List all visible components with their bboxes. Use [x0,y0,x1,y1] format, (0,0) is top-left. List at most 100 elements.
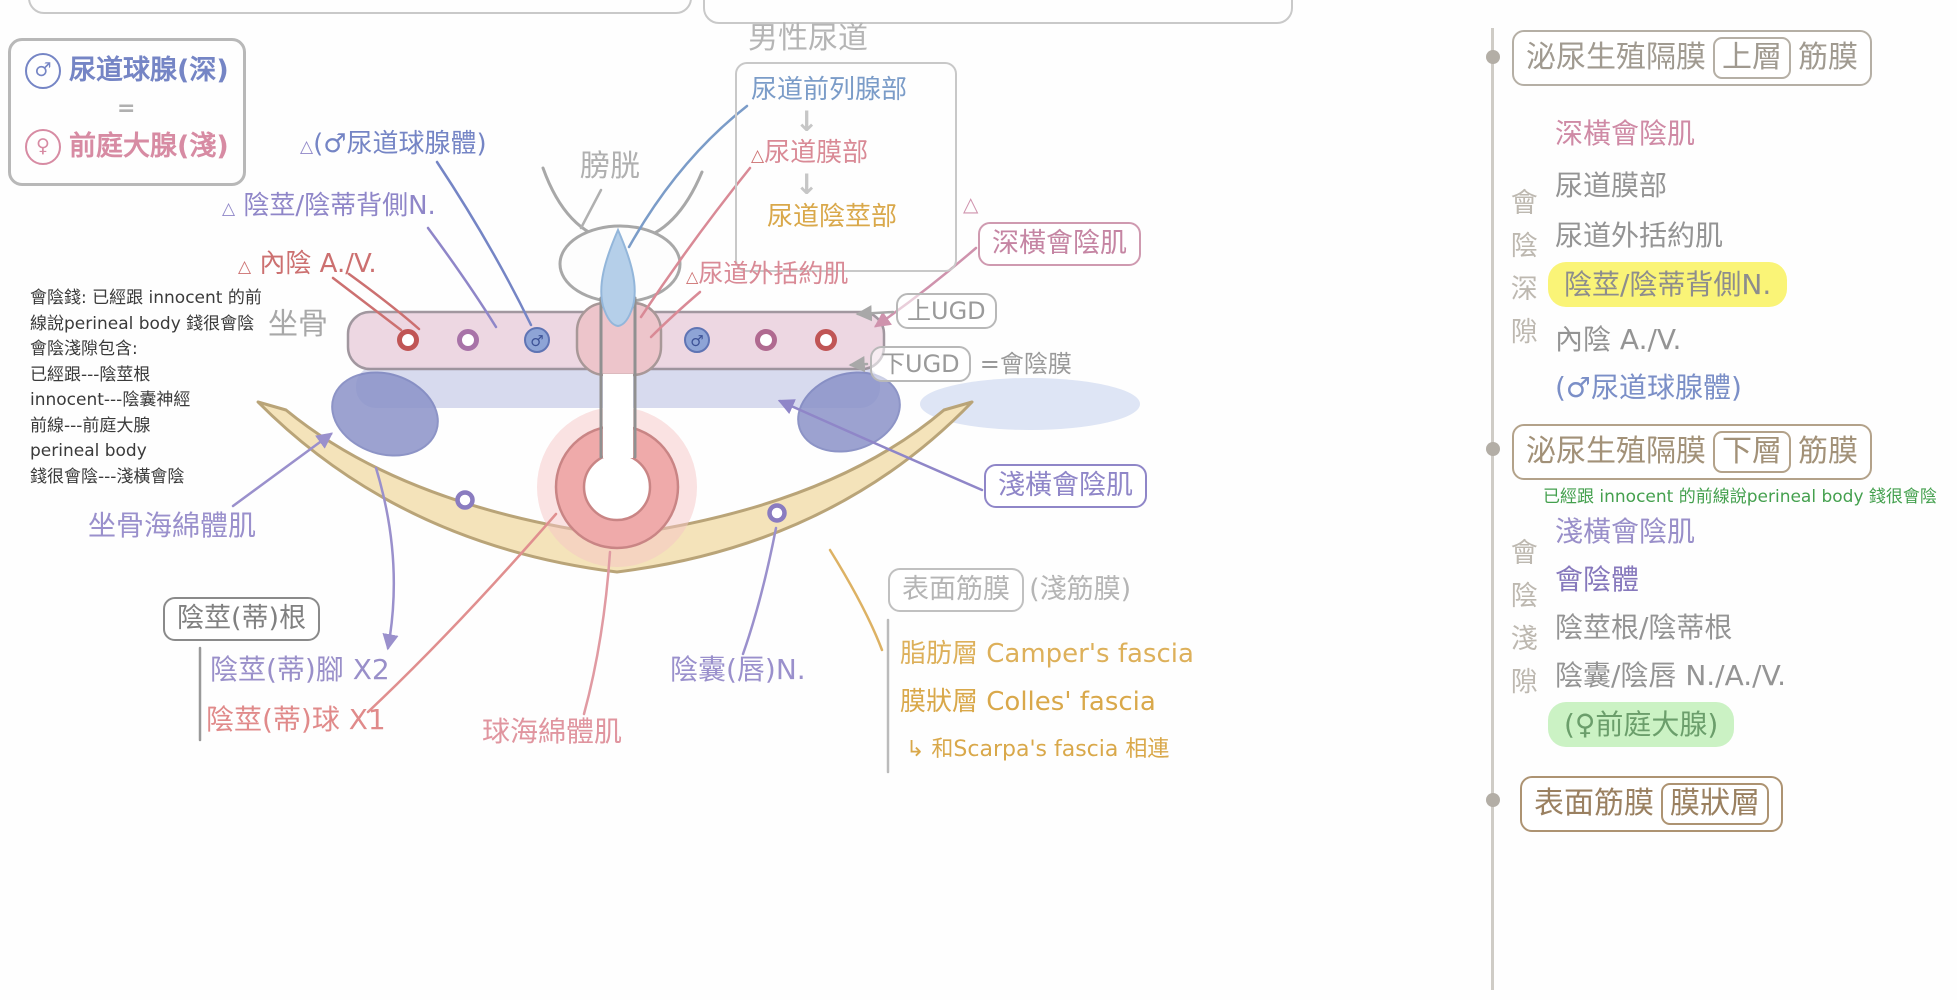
penile-root-label: 陰莖(蒂)根 [163,597,321,641]
pudendal-vessel-dot-right [815,329,837,351]
legend-equals: = [117,96,136,121]
flow-down-arrow-icon: ↓ [795,167,819,201]
sidebar-item: 會陰體 [1555,563,1640,596]
bulbourethral-gland-text: (♂尿道球腺體) [313,129,487,159]
title-superficial-boxed: 下層 [1713,431,1791,473]
superficial-pouch-vertical-label: 會陰淺隙 [1505,538,1537,710]
bullet-icon [1486,442,1500,456]
urethra-tube [599,296,637,459]
female-symbol-icon: ♀ [25,129,61,165]
note-line: 前線---前庭大腺 [30,415,151,436]
dorsal-nerve-label: △ 陰莖/陰蒂背側N. [222,190,436,223]
upper-ugd-text: 上UGD [896,293,997,329]
bulb-rings [537,407,697,567]
scrotal-nerve-label: 陰囊(唇)N. [670,653,806,686]
dorsal-nerve-dot-right [755,329,777,351]
male-symbol-icon: ♂ [25,53,61,89]
crus-label: 陰莖(蒂)腳 X2 [210,653,390,686]
sidebar-item-highlighted: 陰莖/陰蒂背側N. [1548,262,1788,307]
bullet-icon [1486,793,1500,807]
note-line: innocent---陰囊神經 [30,390,191,410]
sidebar-green-note: 已經跟 innocent 的前線說perineal body 錢很會陰 [1543,487,1937,507]
triangle-mark: △ [238,257,252,277]
superficial-transverse-muscle-text: 淺橫會陰肌 [984,464,1147,508]
male-symbol-in-gland: ♂ [530,332,543,350]
top-right-partial-box [703,0,1293,24]
deep-transverse-muscle-text: 深橫會陰肌 [978,222,1141,266]
note-line: 已經跟---陰莖根 [30,364,151,385]
flow-step-membranous-text: 尿道膜部 [764,138,869,169]
note-line: 線說perineal body 錢很會陰 [30,313,255,334]
penile-root-text: 陰莖(蒂)根 [163,597,321,641]
prostatic-urethra-drop [600,227,636,328]
title-deep-prefix: 泌尿生殖隔膜 [1526,40,1706,75]
flow-step-prostatic: 尿道前列腺部 [751,75,908,105]
flow-down-arrow-icon: ↓ [795,104,819,138]
crura-blobs [331,371,901,457]
triangle-mark: △ [300,137,314,157]
title-superficial-suffix: 筋膜 [1798,434,1858,469]
pudendal-vessels-text: 內陰 A./V. [259,249,377,279]
pudendal-vessels-label: △ 內陰 A./V. [238,248,377,281]
triangle-mark: △ [222,199,236,219]
deep-pouch-vertical-label: 會陰深隙 [1505,188,1537,360]
sidebar-item: 尿道膜部 [1555,169,1668,202]
upper-ugd-label: 上UGD [896,293,997,329]
title-superficial-prefix: 泌尿生殖隔膜 [1526,434,1706,469]
bullet-icon [1486,50,1500,64]
sidebar-item: 尿道外括約肌 [1555,219,1724,252]
sidebar-item: 陰囊/陰唇 N./A./V. [1555,659,1787,692]
external-sphincter-label: △尿道外括約肌 [686,258,848,289]
notes-block: 會陰錢: 已經跟 innocent 的前 線說perineal body 錢很會… [30,286,310,490]
superficial-fascia-text: 表面筋膜 [888,568,1024,612]
sidebar-title-superficial: 泌尿生殖隔膜下層筋膜 [1512,424,1872,480]
bulbourethral-gland-label: △(♂尿道球腺體) [300,128,487,161]
title-fascia-boxed: 膜狀層 [1661,783,1769,825]
note-line: 會陰錢: 已經跟 innocent 的前 [30,288,262,308]
sidebar-item-highlighted: (♀前庭大腺) [1548,702,1735,747]
anatomy-diagram: ♂ ♂ [198,104,1140,774]
membranous-layer-label: 膜狀層 Colles' fascia [900,687,1156,717]
sidebar-title-fascia: 表面筋膜膜狀層 [1520,776,1783,832]
fat-layer-label: 脂肪層 Camper's fascia [900,639,1194,669]
superficial-fascia-paren: (淺筋膜) [1029,574,1132,605]
dorsal-nerve-text: 陰莖/陰蒂背側N. [243,191,436,221]
sidebar-item: (♂尿道球腺體) [1555,371,1742,404]
ischiocavernosus-label: 坐骨海綿體肌 [88,509,257,542]
lower-ugd-label: 下UGD =會陰膜 [870,346,1072,382]
note-line: 會陰淺隙包含: [30,339,138,359]
superficial-fascia-label: 表面筋膜 (淺筋膜) [888,568,1131,612]
external-sphincter-text: 尿道外括約肌 [698,259,849,288]
sidebar-item: 深橫會陰肌 [1555,117,1696,150]
lower-ugd-equals-text: =會陰膜 [979,350,1072,378]
sidebar-item: 內陰 A./V. [1555,323,1682,356]
legend-male-text: 尿道球腺(深) [69,55,229,87]
sidebar-divider [1491,28,1494,990]
note-line: perineal body [30,441,147,461]
title-deep-boxed: 上層 [1713,37,1791,79]
leader-lines [198,104,984,774]
scarpa-note-label: ↳ 和Scarpa's fascia 相連 [906,737,1170,762]
lower-ugd-text: 下UGD [870,346,971,382]
male-symbol-in-gland: ♂ [690,332,703,350]
bulbourethral-gland-right [684,327,710,353]
band-structures: ♂ ♂ [397,327,837,353]
pudendal-vessel-dot [397,329,419,351]
ischium-label: 坐骨 [268,307,328,342]
note-line: 錢很會陰---淺橫會陰 [30,466,185,487]
title-fascia-prefix: 表面筋膜 [1534,786,1654,821]
bulb-label: 陰莖(蒂)球 X1 [206,703,386,736]
bulbospongiosus-label: 球海綿體肌 [482,715,623,748]
triangle-mark: △ [686,267,699,286]
legend-box: ♂ 尿道球腺(深) = ♀ 前庭大腺(淺) [8,38,246,186]
male-urethra-title: 男性尿道 [748,21,868,56]
title-deep-suffix: 筋膜 [1798,40,1858,75]
sidebar-item: 陰莖根/陰蒂根 [1555,611,1733,644]
triangle-mark-deep: △ [963,192,979,216]
bladder-label: 膀胱 [580,149,640,184]
triangle-mark: △ [751,146,765,167]
sidebar-title-deep: 泌尿生殖隔膜上層筋膜 [1512,30,1872,86]
urethra-flow-box: 尿道前列腺部 ↓ △尿道膜部 ↓ 尿道陰莖部 [735,62,957,272]
flow-step-penile: 尿道陰莖部 [767,201,898,232]
